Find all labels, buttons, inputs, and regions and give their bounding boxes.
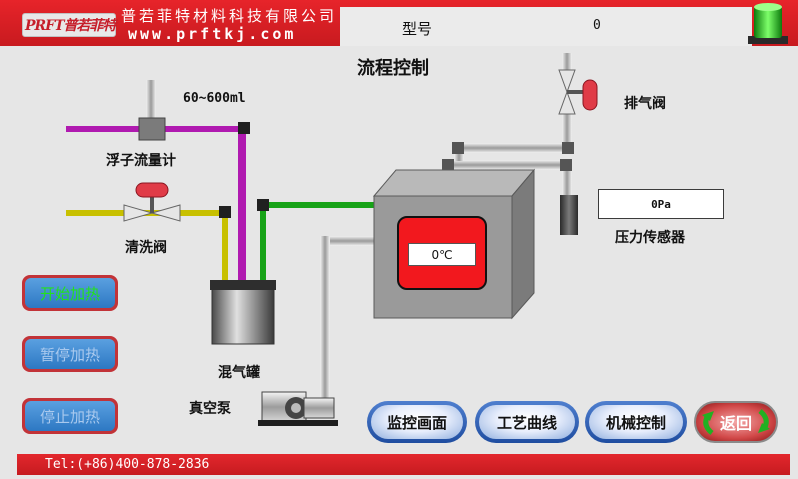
back-label: 返回: [719, 414, 752, 433]
model-value: 0: [593, 18, 601, 33]
monitor-screen-button[interactable]: 监控画面: [367, 401, 467, 443]
logo-text: PRFT普若菲特: [25, 18, 117, 34]
start-heating-label: 开始加热: [25, 278, 115, 308]
back-button[interactable]: 返回: [694, 401, 778, 443]
mixing-tank-icon: [210, 280, 276, 345]
footer-phone: Tel:(+86)400-878-2836: [45, 457, 210, 472]
pressure-sensor-icon: [560, 195, 578, 235]
mixing-tank-label: 混气罐: [218, 365, 260, 381]
exhaust-valve-label: 排气阀: [624, 96, 666, 112]
vacuum-pump-icon: [258, 391, 338, 426]
stop-heating-button[interactable]: 停止加热: [22, 398, 118, 434]
company-logo: PRFT普若菲特: [22, 13, 117, 37]
clean-valve-icon: [123, 182, 181, 222]
model-label: 型号: [402, 20, 433, 38]
model-bar: [340, 7, 752, 49]
company-url: www.prftkj.com: [128, 25, 297, 43]
mechanical-control-button[interactable]: 机械控制: [585, 401, 687, 443]
process-curve-button[interactable]: 工艺曲线: [475, 401, 579, 443]
page-title: 流程控制: [357, 58, 429, 79]
company-name: 普若菲特材料科技有限公司: [121, 7, 338, 25]
flowmeter-icon: [138, 80, 166, 141]
stop-heating-label: 停止加热: [25, 401, 115, 431]
exhaust-valve-icon: [558, 69, 598, 115]
vacuum-pump-label: 真空泵: [189, 401, 231, 417]
monitor-screen-label: 监控画面: [371, 405, 463, 439]
pause-heating-label: 暂停加热: [25, 339, 115, 369]
mechanical-control-label: 机械控制: [589, 405, 683, 439]
flowmeter-label: 浮子流量计: [106, 153, 176, 169]
start-heating-button[interactable]: 开始加热: [22, 275, 118, 311]
flow-range-label: 60~600ml: [183, 91, 246, 106]
pressure-sensor-label: 压力传感器: [615, 230, 685, 246]
status-light-icon: [748, 3, 788, 44]
footer-bar: Tel:(+86)400-878-2836: [17, 454, 790, 475]
process-curve-label: 工艺曲线: [479, 405, 575, 439]
temperature-readout: 0℃: [408, 243, 476, 266]
pause-heating-button[interactable]: 暂停加热: [22, 336, 118, 372]
pipe-green: [257, 199, 376, 284]
clean-valve-label: 清洗阀: [125, 240, 167, 256]
refresh-arrows-icon: [702, 409, 770, 435]
pressure-readout: 0Pa: [598, 189, 724, 219]
